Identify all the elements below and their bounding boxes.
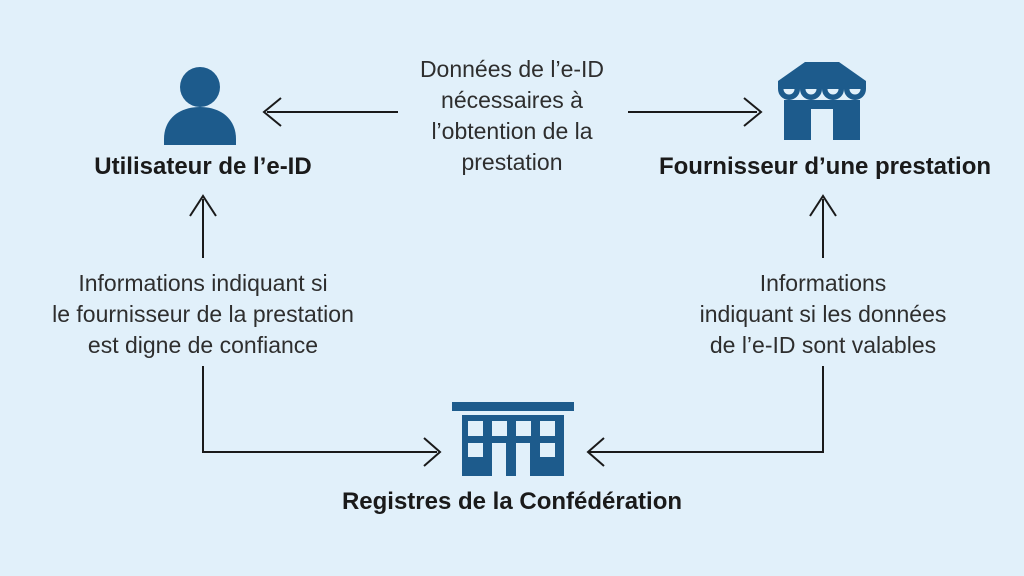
store-icon (778, 62, 866, 140)
person-icon (164, 67, 236, 145)
edge-text-line: le fournisseur de la prestation (52, 301, 354, 327)
edge-text-line: est digne de confiance (87, 332, 319, 358)
user-label: Utilisateur de l’e-ID (94, 153, 312, 180)
edge-text-line: Informations (759, 270, 887, 296)
arrow-elbow-right-to-registers (586, 366, 824, 467)
edge-text-line: Informations indiquant si (78, 270, 328, 296)
edge-text-line: de l’e-ID sont valables (709, 332, 937, 358)
arrow-up-to-user (189, 194, 217, 258)
edge-text-eid-validity: Informations indiquant si les données de… (635, 268, 1011, 361)
edge-text-line: prestation (461, 149, 563, 175)
provider-label: Fournisseur d’une prestation (658, 153, 992, 180)
edge-text-line: l’obtention de la (431, 118, 593, 144)
government-building-icon (452, 402, 574, 476)
edge-text-provider-trust: Informations indiquant si le fournisseur… (15, 268, 391, 361)
edge-text-line: nécessaires à (441, 87, 583, 113)
arrow-up-to-provider (809, 194, 837, 258)
edge-text-line: Données de l’e-ID (419, 56, 605, 82)
arrow-elbow-left-to-registers (202, 366, 442, 467)
edge-text-line: indiquant si les données (699, 301, 947, 327)
arrow-to-provider (628, 97, 763, 127)
arrow-to-user (262, 97, 398, 127)
registers-label: Registres de la Confédération (341, 488, 683, 515)
edge-text-data-for-service: Données de l’e-ID nécessaires à l’obtent… (362, 54, 662, 178)
